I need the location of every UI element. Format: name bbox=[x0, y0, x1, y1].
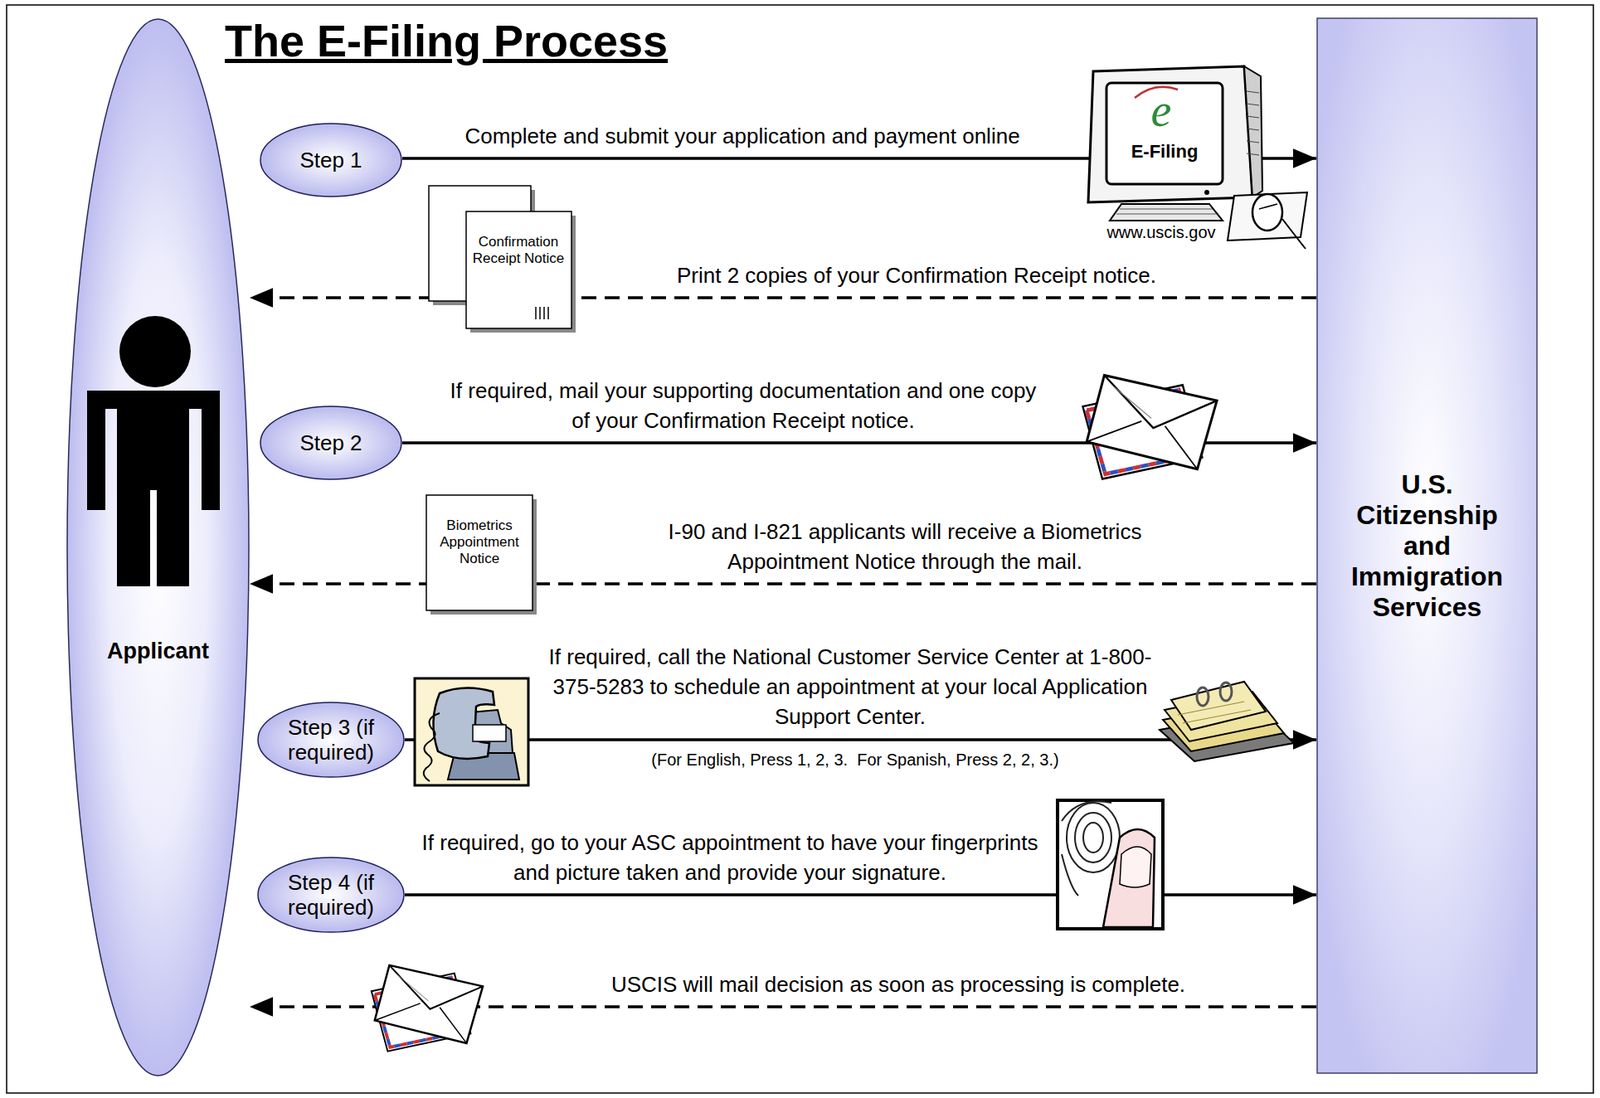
biometrics-notice-icon bbox=[426, 495, 537, 615]
organization-box: U.S. Citizenship and Immigration Service… bbox=[1316, 17, 1538, 1075]
mail-icon bbox=[371, 965, 483, 1052]
mail-icon bbox=[1082, 374, 1217, 479]
node-text: U.S. Citizenship and Immigration Service… bbox=[1329, 469, 1525, 623]
edge-label: Complete and submit your application and… bbox=[410, 121, 1075, 151]
actor-ellipse-outline bbox=[66, 18, 250, 1077]
return-arrow bbox=[249, 296, 1317, 300]
node-text: Step 4 (if required) bbox=[262, 870, 400, 920]
fingerprint-icon bbox=[1057, 800, 1163, 929]
node-text: Step 3 (if required) bbox=[262, 714, 400, 765]
return-arrow bbox=[249, 1005, 1317, 1009]
receipt-notice-icon bbox=[428, 185, 576, 333]
node-text: Applicant bbox=[66, 638, 250, 665]
actor-ellipse: Applicant bbox=[66, 18, 250, 1077]
step-ellipse: Step 1 bbox=[259, 122, 403, 198]
computer-icon bbox=[1088, 66, 1308, 249]
edge-label: If required, call the National Customer … bbox=[534, 641, 1166, 732]
phone-menu-note: (For English, Press 1, 2, 3. For Spanish… bbox=[589, 749, 1121, 770]
document-label: Confirmation Receipt Notice bbox=[466, 233, 570, 268]
node-text: Step 1 bbox=[299, 147, 362, 173]
submit-arrow bbox=[404, 738, 1317, 742]
edge-label: If required, mail your supporting docume… bbox=[440, 375, 1046, 436]
screen-label: E-Filing bbox=[1110, 141, 1219, 163]
phone-icon bbox=[414, 678, 529, 786]
url-label: www.uscis.gov bbox=[1078, 222, 1245, 243]
return-arrow bbox=[249, 582, 1317, 586]
edge-label: USCIS will mail decision as soon as proc… bbox=[566, 969, 1231, 1000]
edge-label: Print 2 copies of your Confirmation Rece… bbox=[601, 260, 1232, 291]
submit-arrow bbox=[402, 441, 1317, 445]
submit-arrow bbox=[404, 893, 1317, 897]
logo-letter: e bbox=[1128, 82, 1195, 139]
step-ellipse: Step 2 bbox=[259, 405, 403, 481]
node-text: Step 2 bbox=[299, 430, 362, 456]
edge-label: I-90 and I-821 applicants will receive a… bbox=[614, 516, 1196, 577]
step-ellipse: Step 3 (if required) bbox=[257, 701, 405, 779]
edge-label: If required, go to your ASC appointment … bbox=[408, 827, 1052, 888]
document-label: Biometrics Appointment Notice bbox=[427, 517, 531, 568]
diagram-title: The E-Filing Process bbox=[224, 14, 668, 67]
step-ellipse: Step 4 (if required) bbox=[257, 856, 405, 934]
calendar-icon bbox=[1159, 681, 1294, 762]
